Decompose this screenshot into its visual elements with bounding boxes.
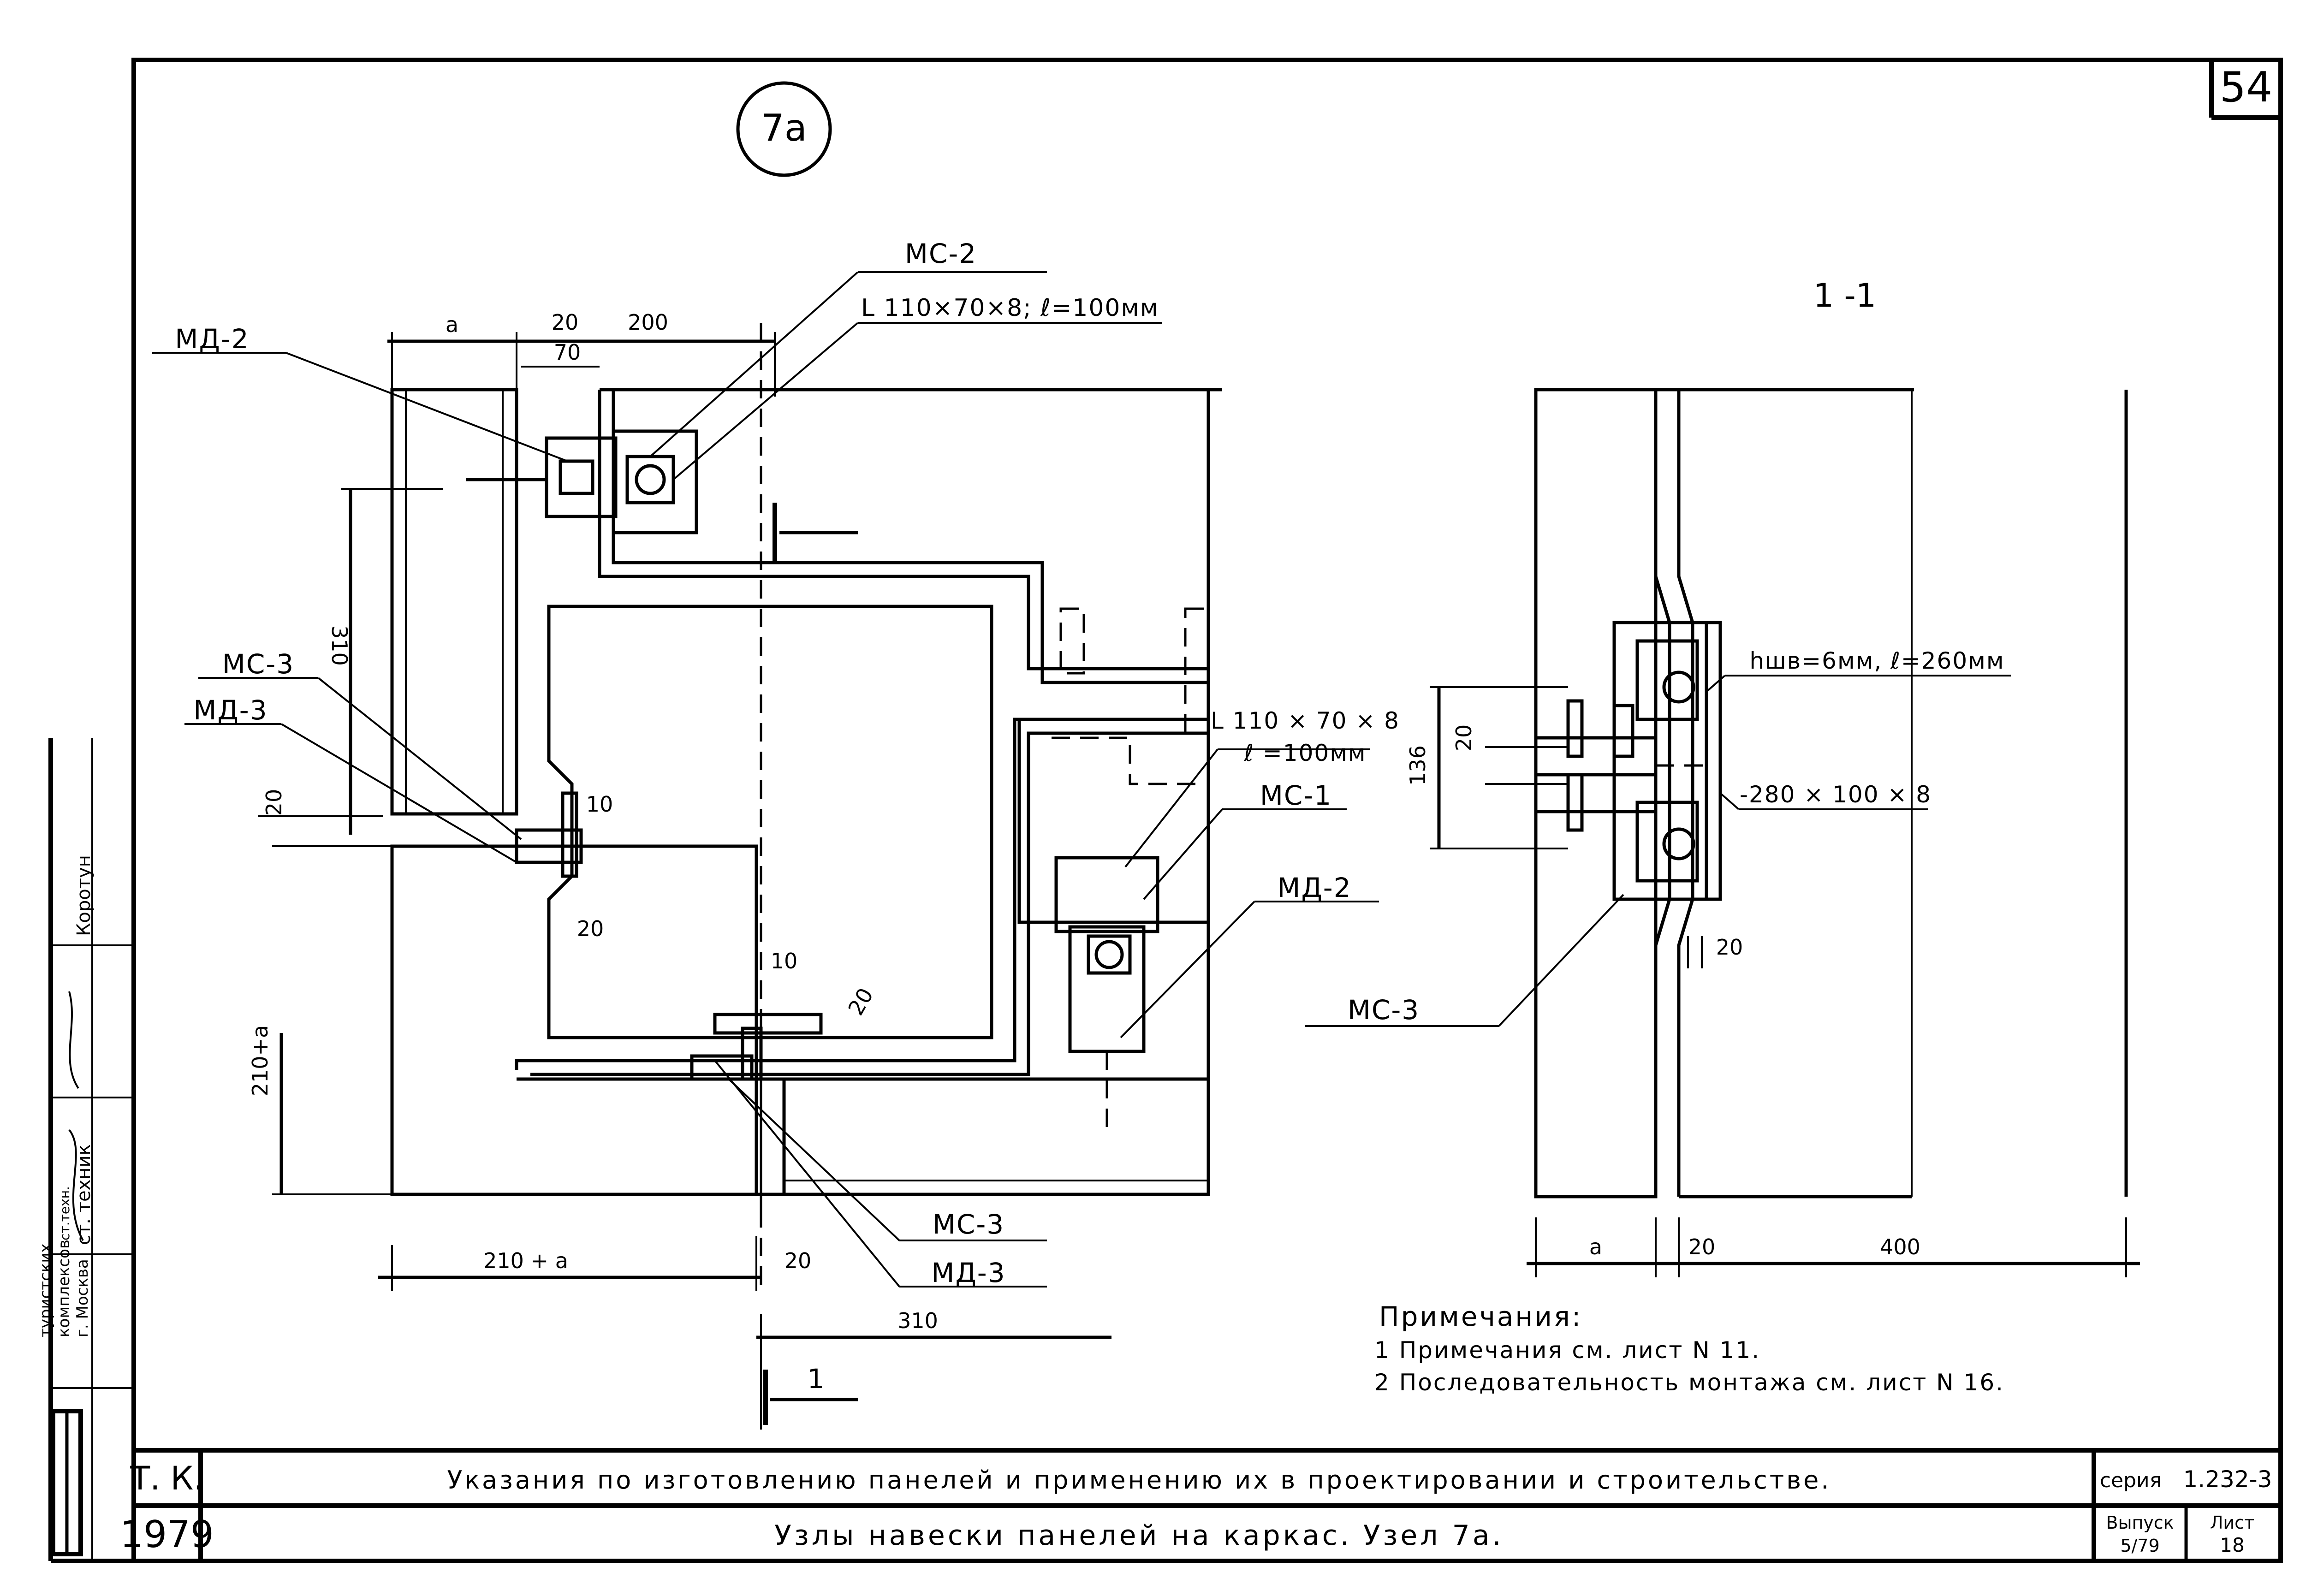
dim-a-sec: a <box>1589 1234 1602 1259</box>
section-title: 1 -1 <box>1813 277 1877 314</box>
label-weld: hшв=6мм, ℓ=260мм <box>1749 647 2004 674</box>
section-dimensions <box>1430 686 2140 1277</box>
tb-issue-label: Выпуск <box>2106 1513 2174 1533</box>
dim-20-sec-mid: 20 <box>1716 935 1743 960</box>
dim-310-left: 310 <box>327 625 352 666</box>
node-label: 7a <box>761 107 807 149</box>
sheet-number: 54 <box>2220 63 2273 112</box>
dim-10-low: 10 <box>771 949 798 973</box>
dim-210a-bottom: 210 + a <box>483 1248 568 1273</box>
section-leaders <box>1305 675 2011 1027</box>
label-md2-top: МД-2 <box>175 323 249 355</box>
stamp-org-1: туристских <box>36 1243 55 1337</box>
dim-310-bottom: 310 <box>897 1308 938 1333</box>
tb-issue-value: 5/79 <box>2120 1536 2159 1556</box>
label-plate: -280 × 100 × 8 <box>1740 781 1932 808</box>
left-stamp <box>51 944 134 1389</box>
note-item-2: 2 Последовательность монтажа см. лист N … <box>1374 1369 2004 1396</box>
tb-subtitle: Узлы навески панелей на каркас. Узел 7а. <box>774 1519 1504 1552</box>
stamp-role: ст. техник <box>73 1144 95 1245</box>
dim-10-mid: 10 <box>586 792 613 817</box>
tb-series-value: 1.232-3 <box>2183 1466 2272 1493</box>
stamp-org-3: г. Москва <box>73 1259 92 1337</box>
sheet-frame <box>48 58 2283 1563</box>
stamp-org-2: комплексов <box>55 1240 73 1337</box>
stamp-name: Коротун <box>73 855 95 936</box>
title-block <box>134 1448 2281 1561</box>
plan-leaders <box>152 271 1379 1287</box>
label-md3-left: МД-3 <box>193 694 267 726</box>
label-mc3-left: МС-3 <box>222 648 294 680</box>
dim-210a-left: 210+a <box>248 1025 273 1097</box>
tb-sheet-label: Лист <box>2210 1513 2254 1533</box>
dim-20-left: 20 <box>262 789 286 816</box>
dim-20-bottom: 20 <box>785 1248 812 1273</box>
label-mc3-section: МС-3 <box>1348 994 1420 1026</box>
label-angle-right-1: L 110 × 70 × 8 <box>1211 707 1400 734</box>
label-mc1-right: МС-1 <box>1260 780 1332 811</box>
note-item-1: 1 Примечания см. лист N 11. <box>1374 1337 1760 1364</box>
tb-code: Т. К. <box>130 1460 203 1497</box>
dim-200-top: 200 <box>628 310 668 335</box>
label-angle-right-2: ℓ =100мм <box>1243 740 1366 766</box>
section-drawing <box>1534 388 2128 1198</box>
notes-title: Примечания: <box>1379 1301 1582 1332</box>
tb-year: 1979 <box>120 1513 214 1556</box>
stamp-role-header: ст.техн. <box>57 1186 72 1240</box>
dim-20-sec-bottom: 20 <box>1688 1234 1716 1259</box>
dim-20-low: 20 <box>843 984 878 1020</box>
dim-20-top: 20 <box>552 310 579 335</box>
label-mc3-bottom: МС-3 <box>933 1209 1004 1240</box>
tb-sheet-value: 18 <box>2220 1534 2244 1556</box>
label-md2-right: МД-2 <box>1277 872 1351 903</box>
node-marker: 7a <box>736 81 832 177</box>
label-mc2-top: МС-2 <box>905 238 977 269</box>
dim-a-top: a <box>446 312 458 337</box>
dim-20-mid: 20 <box>577 916 604 941</box>
tb-main-title: Указания по изготовлению панелей и приме… <box>447 1465 1831 1495</box>
section-mark-bottom: 1 <box>808 1363 826 1394</box>
dim-400-sec: 400 <box>1880 1234 1920 1259</box>
dim-70-top: 70 <box>554 340 581 365</box>
organization-logo <box>51 1409 83 1556</box>
dim-20-sec: 20 <box>1451 724 1476 752</box>
label-angle-top: L 110×70×8; ℓ=100мм <box>861 294 1159 322</box>
dim-136-sec: 136 <box>1405 745 1430 786</box>
tb-series-label: серия <box>2100 1469 2162 1492</box>
label-md3-bottom: МД-3 <box>931 1257 1005 1288</box>
plan-dimensions <box>258 332 1111 1430</box>
plan-drawing <box>390 323 1222 1291</box>
